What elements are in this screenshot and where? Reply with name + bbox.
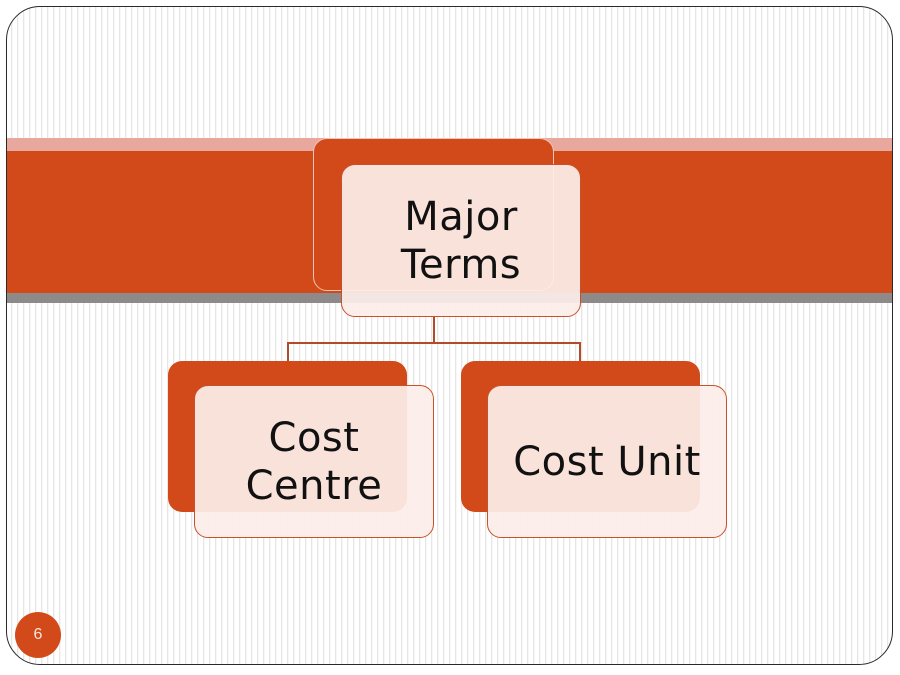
- connector-vertical-left: [287, 342, 289, 361]
- slide: Major Terms Cost Centre Cost Unit 6: [6, 6, 893, 665]
- connector-horizontal: [287, 342, 581, 344]
- child-label-line2: Centre: [245, 462, 383, 509]
- page-number-badge: 6: [15, 612, 61, 658]
- child-node-label: Cost Centre: [246, 414, 383, 510]
- child-node-cost-centre[interactable]: Cost Centre: [194, 385, 434, 538]
- connector-vertical-right: [579, 342, 581, 361]
- root-node-label: Major Terms: [401, 193, 521, 289]
- child-label-line1: Cost: [268, 414, 360, 461]
- child-label-line1: Cost Unit: [513, 438, 701, 485]
- root-label-line2: Terms: [400, 241, 522, 288]
- page-number: 6: [33, 626, 43, 643]
- connector-vertical-root: [433, 317, 435, 343]
- root-node-major-terms[interactable]: Major Terms: [341, 164, 581, 317]
- child-node-label: Cost Unit: [513, 438, 701, 486]
- root-label-line1: Major: [404, 193, 518, 240]
- child-node-cost-unit[interactable]: Cost Unit: [487, 385, 727, 538]
